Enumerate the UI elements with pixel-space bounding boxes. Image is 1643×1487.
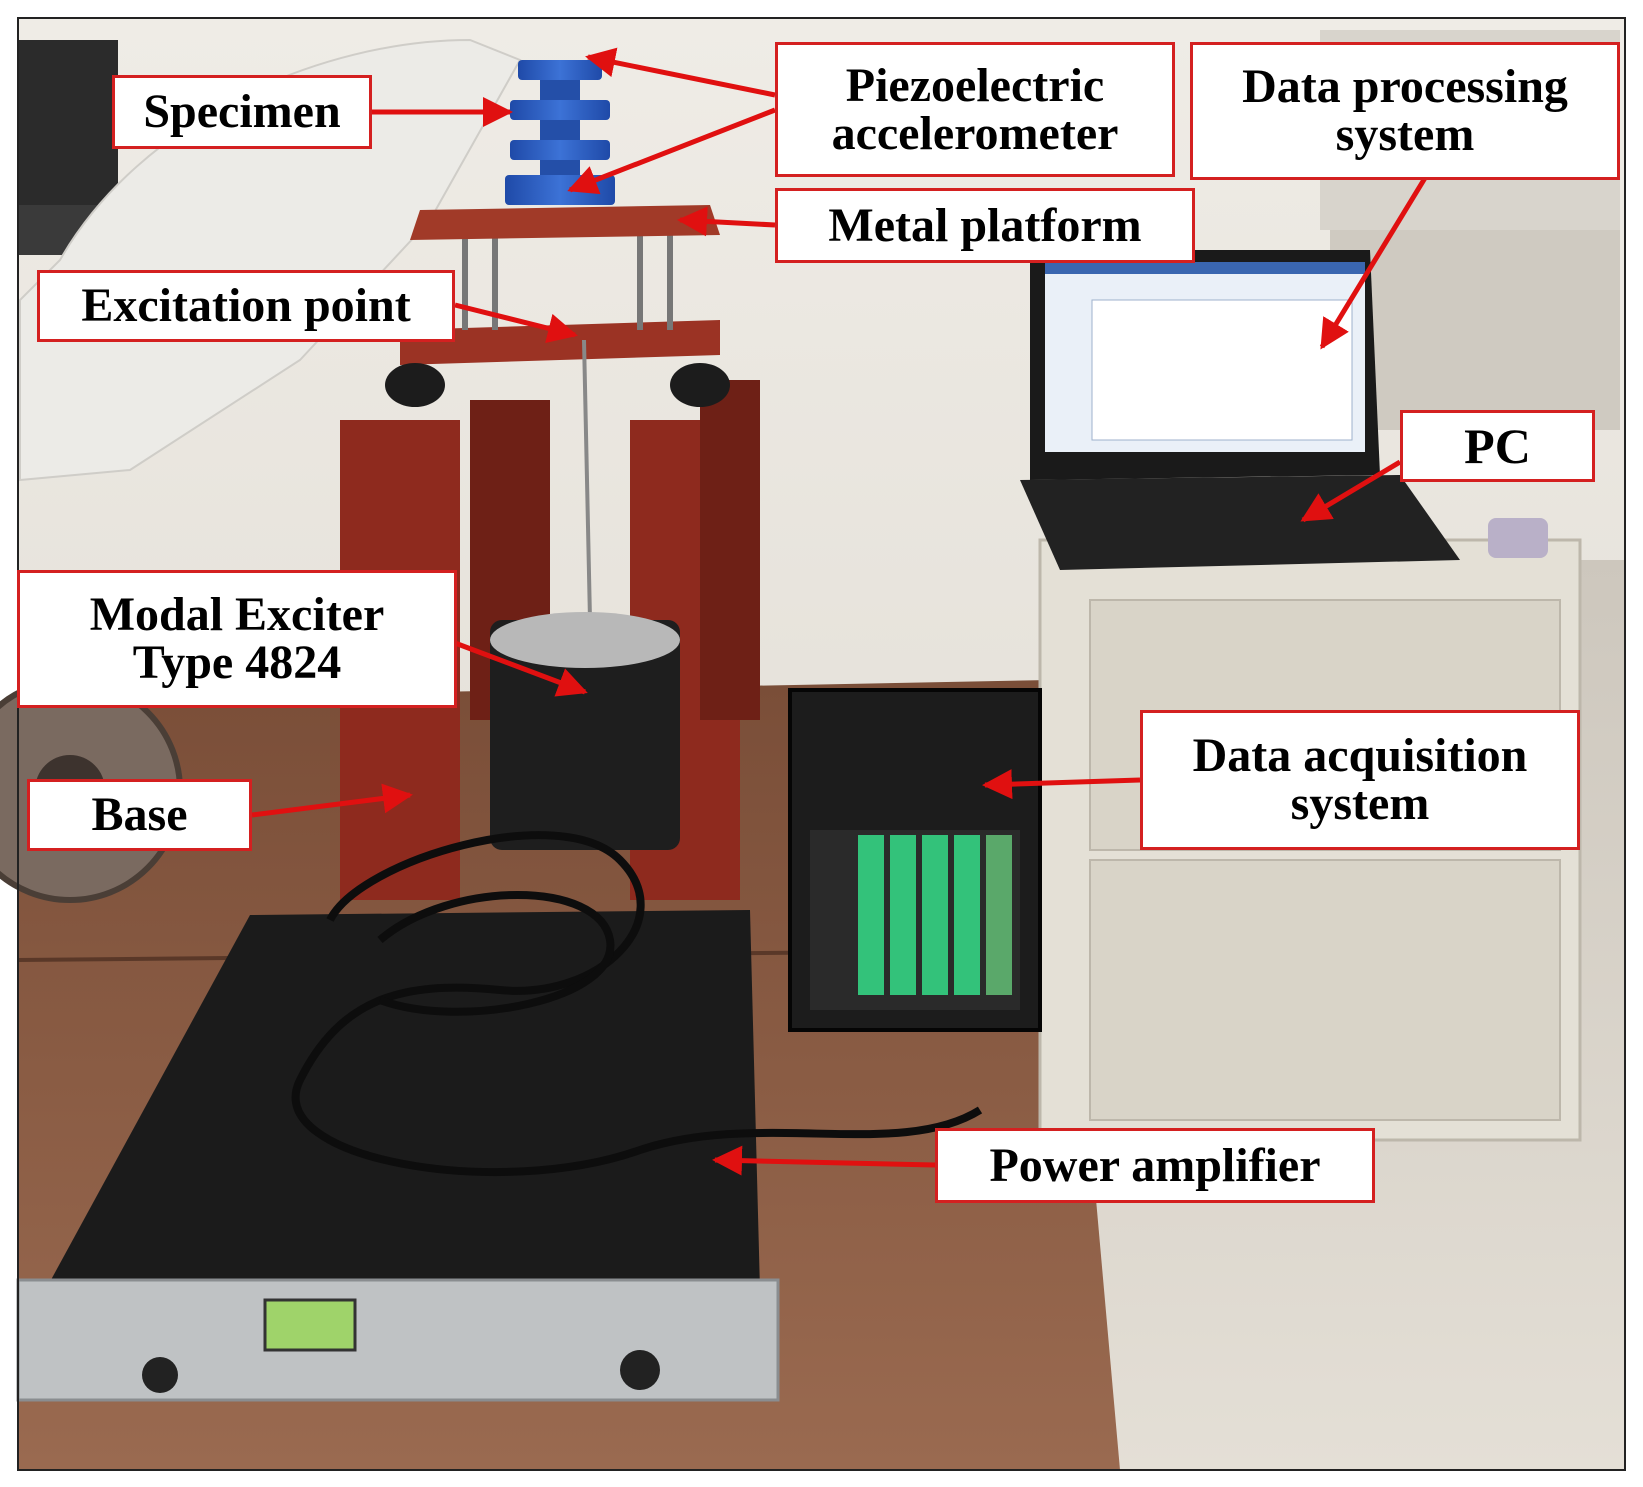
label-text: PC [1464,418,1531,474]
metal-platform [410,205,720,240]
label-specimen: Specimen [112,75,372,149]
arrow-icon [982,769,1141,800]
arrow-icon [454,640,588,697]
label-modal-exciter: Modal Exciter Type 4824 [17,570,457,708]
daq-module [922,835,948,995]
modal-exciter [490,620,680,850]
amplifier-knob [142,1357,178,1393]
power-amplifier-body [40,910,760,1300]
label-text: Base [91,788,188,841]
arrow-icon [712,1145,936,1176]
arrow-icon [567,107,776,195]
label-text: system [1290,777,1430,830]
arrow-icon [1300,459,1402,523]
arrow-icon [251,783,413,818]
specimen-core [540,80,580,100]
small-device [1488,518,1548,558]
label-metal-platform: Metal platform [775,188,1195,263]
screen-titlebar [1045,262,1365,274]
label-text: system [1335,108,1475,161]
power-amplifier-panel [16,1278,780,1402]
daq-module [954,835,980,995]
laptop-keyboard [1020,475,1460,570]
white-cloth [19,38,522,482]
cable [377,891,615,1016]
arrow-icon [677,206,776,237]
label-text: Metal platform [828,198,1142,252]
daq-module [858,835,884,995]
exciter-top [490,612,680,668]
label-power-amplifier: Power amplifier [935,1128,1375,1203]
cable [291,831,983,1177]
screen-table [1091,299,1353,441]
daq-module [986,835,1012,995]
label-text: Piezoelectric [845,58,1105,112]
wall-cabinet-lower [1330,230,1620,430]
label-piezoelectric-accelerometer: Piezoelectric accelerometer [775,42,1175,177]
label-base: Base [27,779,252,851]
label-text: Excitation point [81,279,411,332]
cabinet-drawer-lower [1089,859,1561,1121]
label-text: Data acquisition [1192,729,1528,782]
label-pc: PC [1400,410,1595,482]
specimen-plate [510,140,610,160]
frame-leg-back [700,380,760,720]
label-text: Type 4824 [132,636,342,689]
label-text: Specimen [143,85,341,138]
label-text: Modal Exciter [89,588,385,641]
label-text: accelerometer [831,106,1119,160]
amplifier-knob [620,1350,660,1390]
label-data-processing-system: Data processing system [1190,42,1620,180]
left-equipment [18,40,118,210]
label-text: Data processing [1242,60,1568,113]
photo-border [17,17,1626,1471]
rubber-mount [385,363,445,407]
specimen-core [540,120,580,140]
label-data-acquisition-system: Data acquisition system [1140,710,1580,850]
specimen-plate [518,60,602,80]
specimen-plate [510,100,610,120]
arrow-icon [1319,176,1428,350]
label-excitation-point: Excitation point [37,270,455,342]
arrow-icon [454,302,578,344]
stinger [582,339,592,621]
daq-module [890,835,916,995]
specimen-core [540,160,580,175]
rubber-mount [670,363,730,407]
label-text: Power amplifier [989,1138,1321,1192]
arrow-icon [585,47,776,98]
amplifier-display [263,1298,357,1352]
